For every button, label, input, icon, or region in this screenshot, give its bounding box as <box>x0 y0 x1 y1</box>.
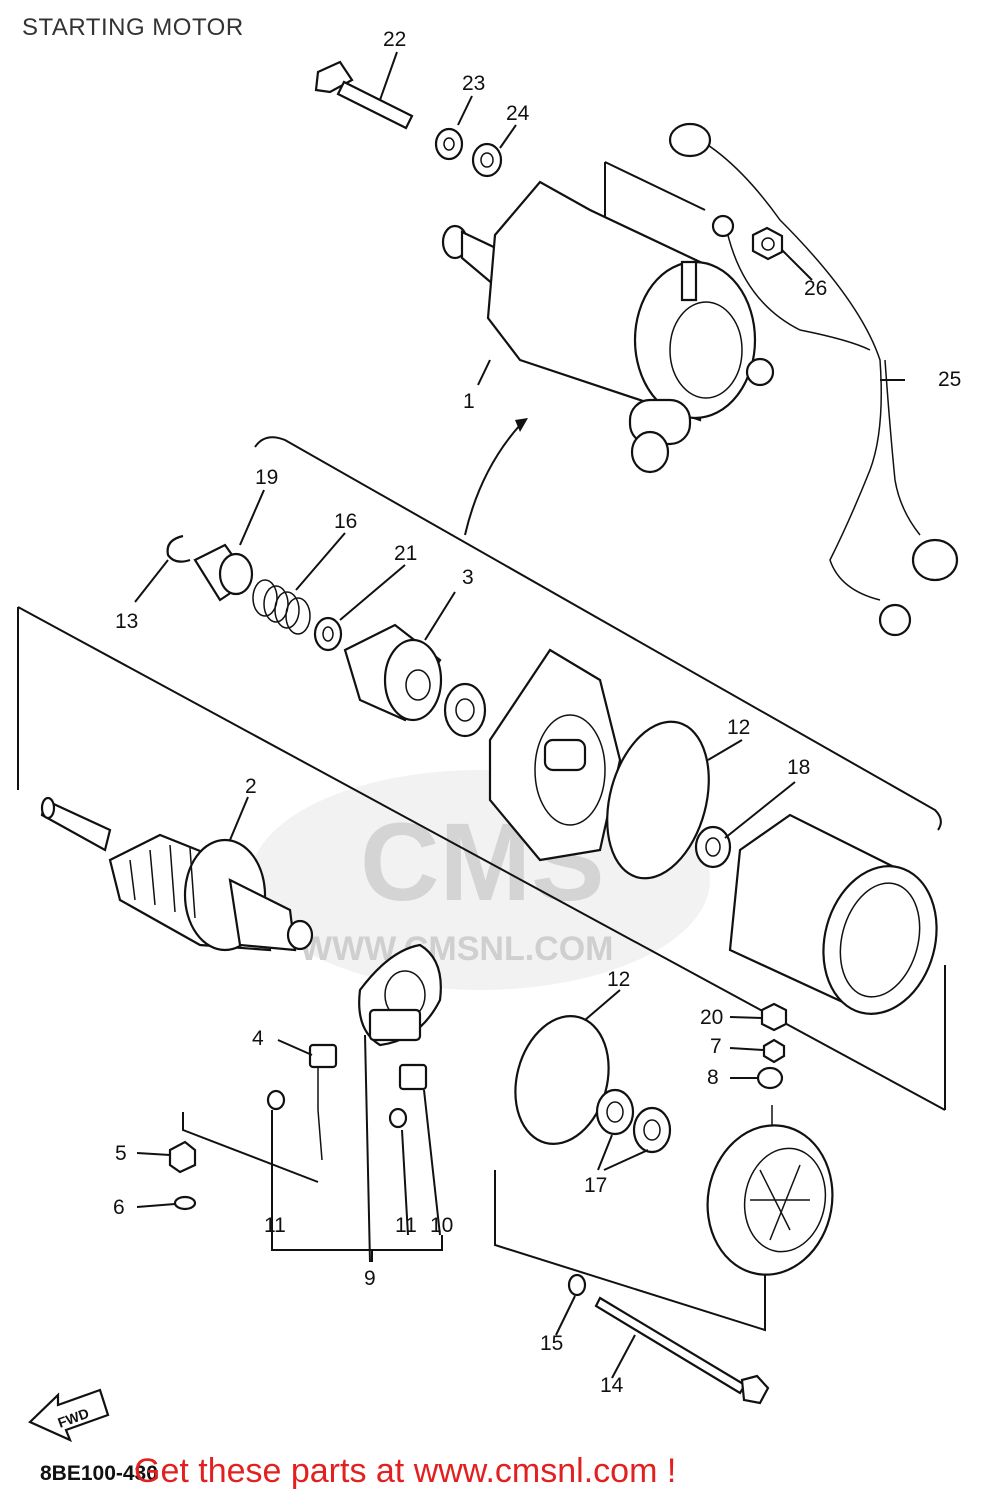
part-4-brush-lead <box>308 1043 338 1161</box>
part-1-starting-motor <box>441 180 775 474</box>
part-9-brush-holder <box>358 943 442 1047</box>
callout-24: 24 <box>506 102 530 125</box>
fwd-direction-arrow: FWD <box>28 1388 110 1443</box>
promo-link[interactable]: Get these parts at www.cmsnl.com ! <box>134 1452 677 1490</box>
callout-7: 7 <box>710 1035 722 1058</box>
part-17-washers <box>595 1088 672 1154</box>
callout-18: 18 <box>787 756 810 779</box>
callout-26: 26 <box>804 277 827 300</box>
part-3-clutch <box>343 623 443 722</box>
part-2-armature <box>40 796 314 952</box>
part-5-nut <box>168 1140 197 1174</box>
part-16-spring <box>252 579 311 635</box>
callout-23: 23 <box>462 72 485 95</box>
callout-labels: 22 23 24 1 26 25 19 16 21 3 13 12 18 2 1… <box>113 28 961 1397</box>
callout-5: 5 <box>115 1142 127 1165</box>
part-20-nut <box>760 1002 788 1032</box>
callout-14: 14 <box>600 1374 624 1397</box>
part-10-brush <box>398 1063 428 1091</box>
part-23-washer <box>434 127 464 161</box>
page-title: STARTING MOTOR <box>22 14 244 41</box>
callout-3: 3 <box>462 566 474 589</box>
callout-6: 6 <box>113 1196 125 1219</box>
part-11-washer-left <box>266 1089 286 1111</box>
callout-22: 22 <box>383 28 406 51</box>
part-12-o-ring-upper <box>606 720 710 880</box>
part-8-grommet <box>756 1066 784 1090</box>
callout-21: 21 <box>394 542 417 565</box>
callout-4: 4 <box>252 1027 264 1050</box>
part-7-nut <box>762 1038 786 1064</box>
part-14-through-bolt <box>594 1296 770 1405</box>
pointer-arrowhead <box>515 418 528 432</box>
part-21-washer <box>313 616 343 652</box>
callout-17: 17 <box>584 1174 607 1197</box>
part-seal-ring <box>443 682 487 738</box>
callout-16: 16 <box>334 510 357 533</box>
callout-12-lower: 12 <box>607 968 630 991</box>
callout-1: 1 <box>463 390 475 413</box>
diagram-code: 8BE100-430 <box>40 1462 158 1485</box>
callout-12-upper: 12 <box>727 716 750 739</box>
part-11-washer-right <box>388 1107 408 1129</box>
callout-13: 13 <box>115 610 138 633</box>
part-13-circlip <box>166 534 191 563</box>
part-15-o-ring <box>567 1273 587 1297</box>
callout-8: 8 <box>707 1066 719 1089</box>
leader-lines <box>134 51 905 1379</box>
pointer-arrow <box>464 424 521 536</box>
part-rear-cover <box>706 1105 834 1276</box>
part-front-bracket <box>488 648 622 862</box>
part-6-o-ring <box>173 1195 197 1211</box>
part-25-lead-wire <box>668 122 959 637</box>
part-yoke <box>728 813 938 1015</box>
callout-11-right: 11 <box>395 1214 417 1237</box>
callout-11-left: 11 <box>264 1214 286 1237</box>
part-26-nut <box>751 226 784 261</box>
part-18-washer <box>694 825 732 869</box>
part-12-o-ring-lower <box>514 1015 610 1145</box>
callout-2: 2 <box>245 775 257 798</box>
part-24-washer <box>471 142 503 178</box>
callout-19: 19 <box>255 466 278 489</box>
watermark-url: WWW.CMSNL.COM <box>300 930 614 968</box>
callout-15: 15 <box>540 1332 563 1355</box>
part-22-bolt <box>314 60 414 130</box>
callout-9: 9 <box>364 1267 376 1290</box>
part-19-collar <box>193 543 254 602</box>
callout-10: 10 <box>430 1214 453 1237</box>
callout-25: 25 <box>938 368 961 391</box>
callout-20: 20 <box>700 1006 723 1029</box>
